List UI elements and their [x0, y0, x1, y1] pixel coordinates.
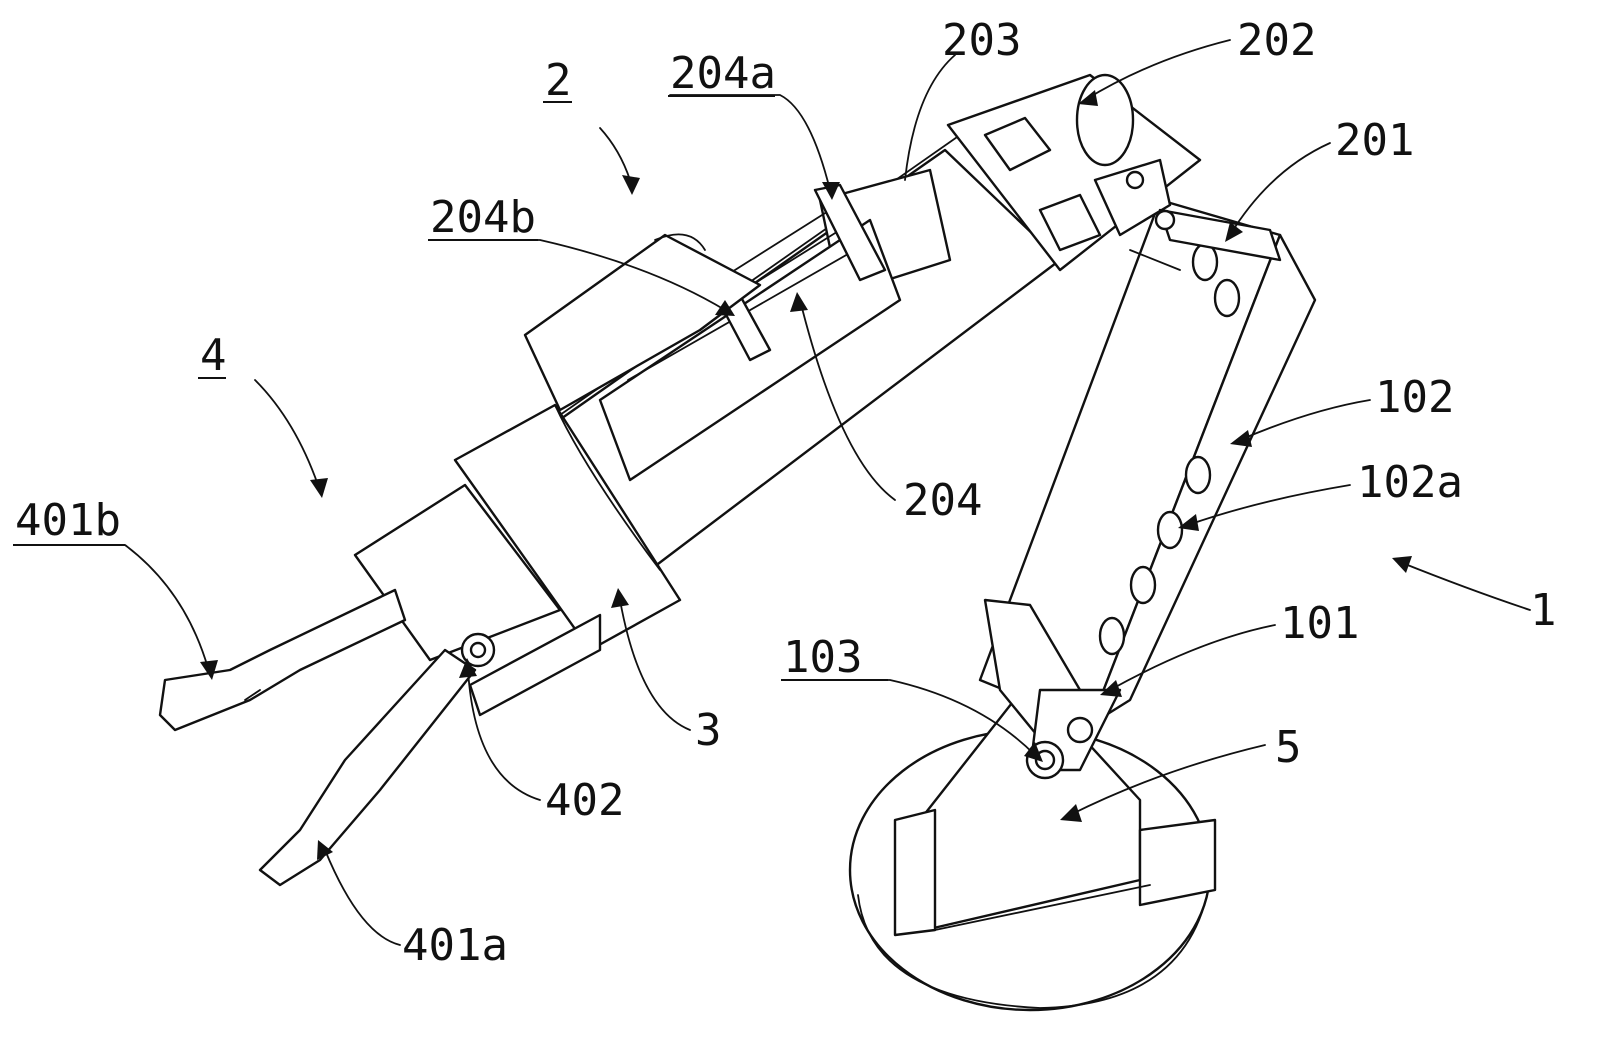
arm-hole: [1129, 565, 1157, 605]
arrowhead-1: [1392, 556, 1412, 573]
cover: [523, 233, 762, 412]
arm-hole: [1098, 616, 1126, 656]
label-102: 102: [1375, 372, 1454, 423]
leader-3: [619, 599, 691, 731]
label-204b: 204b: [430, 192, 536, 243]
finger-401b: [158, 588, 407, 732]
label-204a: 204a: [670, 48, 776, 99]
leader-5: [1069, 744, 1266, 816]
base-block-side: [1138, 818, 1217, 907]
leader-102a: [1187, 484, 1351, 526]
label-202: 202: [1237, 15, 1316, 66]
lower-arm-102: [978, 198, 1317, 780]
arm-hole: [1191, 242, 1219, 282]
arrowhead-102: [1230, 430, 1252, 447]
leader-102: [1239, 399, 1371, 441]
arrowhead-202: [1078, 90, 1098, 106]
leader-4: [254, 379, 319, 486]
wrist-3: [353, 403, 682, 717]
leader-201: [1229, 142, 1331, 236]
pivot-402-inner: [469, 641, 487, 659]
leader-204: [799, 299, 896, 501]
finger-edge: [244, 689, 261, 701]
labels: 2 203 202 201 204a 204b 204 4 401b 401a …: [13, 15, 1557, 971]
base-block-front: [893, 808, 937, 937]
label-101: 101: [1280, 598, 1359, 649]
arrowhead-402: [459, 658, 477, 678]
arm-hole: [1213, 278, 1241, 318]
strut-pin: [1154, 209, 1176, 231]
arrowhead-201: [1225, 222, 1243, 242]
wrist-lower: [468, 613, 602, 717]
arrowhead-103: [1024, 742, 1043, 762]
arm-hole: [1184, 455, 1212, 495]
leaders: [14, 39, 1531, 946]
label-1: 1: [1530, 585, 1557, 636]
cover-round: [654, 233, 706, 251]
leader-101: [1109, 624, 1276, 691]
arrowhead-102a: [1178, 514, 1199, 531]
label-401a: 401a: [402, 920, 508, 971]
arrowhead-2: [622, 175, 640, 195]
lower-arm-edge: [1129, 249, 1181, 271]
arrowhead-4: [310, 478, 328, 498]
arrowhead-401a: [317, 840, 333, 860]
leader-203: [904, 54, 956, 181]
arm-hole: [1156, 510, 1184, 550]
joint-pad: [1038, 193, 1102, 252]
arrowhead-401b: [200, 660, 218, 680]
finger-401a: [258, 648, 477, 887]
label-4: 4: [200, 330, 227, 381]
label-102a: 102a: [1357, 457, 1463, 508]
leader-1: [1399, 561, 1531, 611]
arrowhead-101: [1100, 680, 1122, 697]
label-203: 203: [942, 15, 1021, 66]
joint-pad: [983, 116, 1052, 172]
wrist-ring: [453, 403, 682, 652]
leader-103: [782, 679, 1036, 756]
arrowhead-5: [1060, 804, 1082, 822]
leader-204a: [669, 94, 831, 191]
label-103: 103: [783, 632, 862, 683]
gripper-4: [158, 588, 496, 887]
arrowhead-204b: [715, 300, 735, 316]
wrist-ring-edge: [554, 404, 661, 571]
leader-2: [599, 127, 631, 181]
link-hole: [1125, 170, 1145, 190]
leader-402: [467, 669, 541, 801]
wrist-block: [353, 483, 562, 662]
arrowhead-204a: [822, 182, 840, 200]
base-disc-edge: [857, 879, 1211, 1009]
pin-secondary: [1066, 716, 1094, 744]
leader-401a: [324, 849, 401, 946]
label-402: 402: [545, 775, 624, 826]
forearm-2: [523, 73, 1282, 572]
label-5: 5: [1275, 722, 1302, 773]
leader-401b: [14, 544, 209, 669]
leader-204b: [429, 239, 726, 311]
label-201: 201: [1335, 115, 1414, 166]
base-edge: [934, 884, 1151, 931]
leader-202: [1084, 39, 1231, 101]
arrowhead-204: [790, 292, 808, 312]
label-204: 204: [903, 475, 982, 526]
pin-103-inner: [1034, 749, 1056, 771]
link-plate: [1093, 158, 1172, 237]
label-2: 2: [545, 55, 572, 106]
arrowhead-3: [611, 588, 629, 608]
label-3: 3: [695, 705, 722, 756]
label-401b: 401b: [15, 495, 121, 546]
